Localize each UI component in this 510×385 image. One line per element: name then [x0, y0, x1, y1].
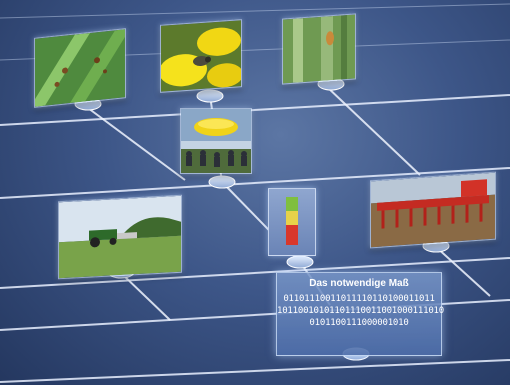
node-disc: [196, 89, 224, 103]
meter-yellow-segment: [286, 211, 298, 225]
plant-stem-photo: [282, 13, 356, 85]
trap-and-crowd-photo: [180, 108, 252, 174]
binary-line-2: 10110010101101110011001000111010: [277, 306, 444, 316]
yellow-flower-insect-photo: [160, 19, 242, 93]
meter-green-segment: [286, 197, 298, 211]
node-disc: [286, 255, 314, 269]
harrow-machine-photo: [370, 171, 496, 249]
binary-line-1: 01101110011011110110100011011: [283, 294, 435, 304]
tractor-field-photo: [58, 194, 182, 280]
info-box: Das notwendige Maß 011011100110111101101…: [276, 272, 444, 356]
status-meter: [268, 188, 316, 256]
node-disc: [208, 175, 236, 189]
meter-red-segment: [286, 225, 298, 245]
leaf-disease-photo: [34, 28, 126, 108]
binary-line-3: 0101100111000001010: [309, 318, 409, 328]
info-box-title: Das notwendige Maß: [309, 278, 409, 289]
